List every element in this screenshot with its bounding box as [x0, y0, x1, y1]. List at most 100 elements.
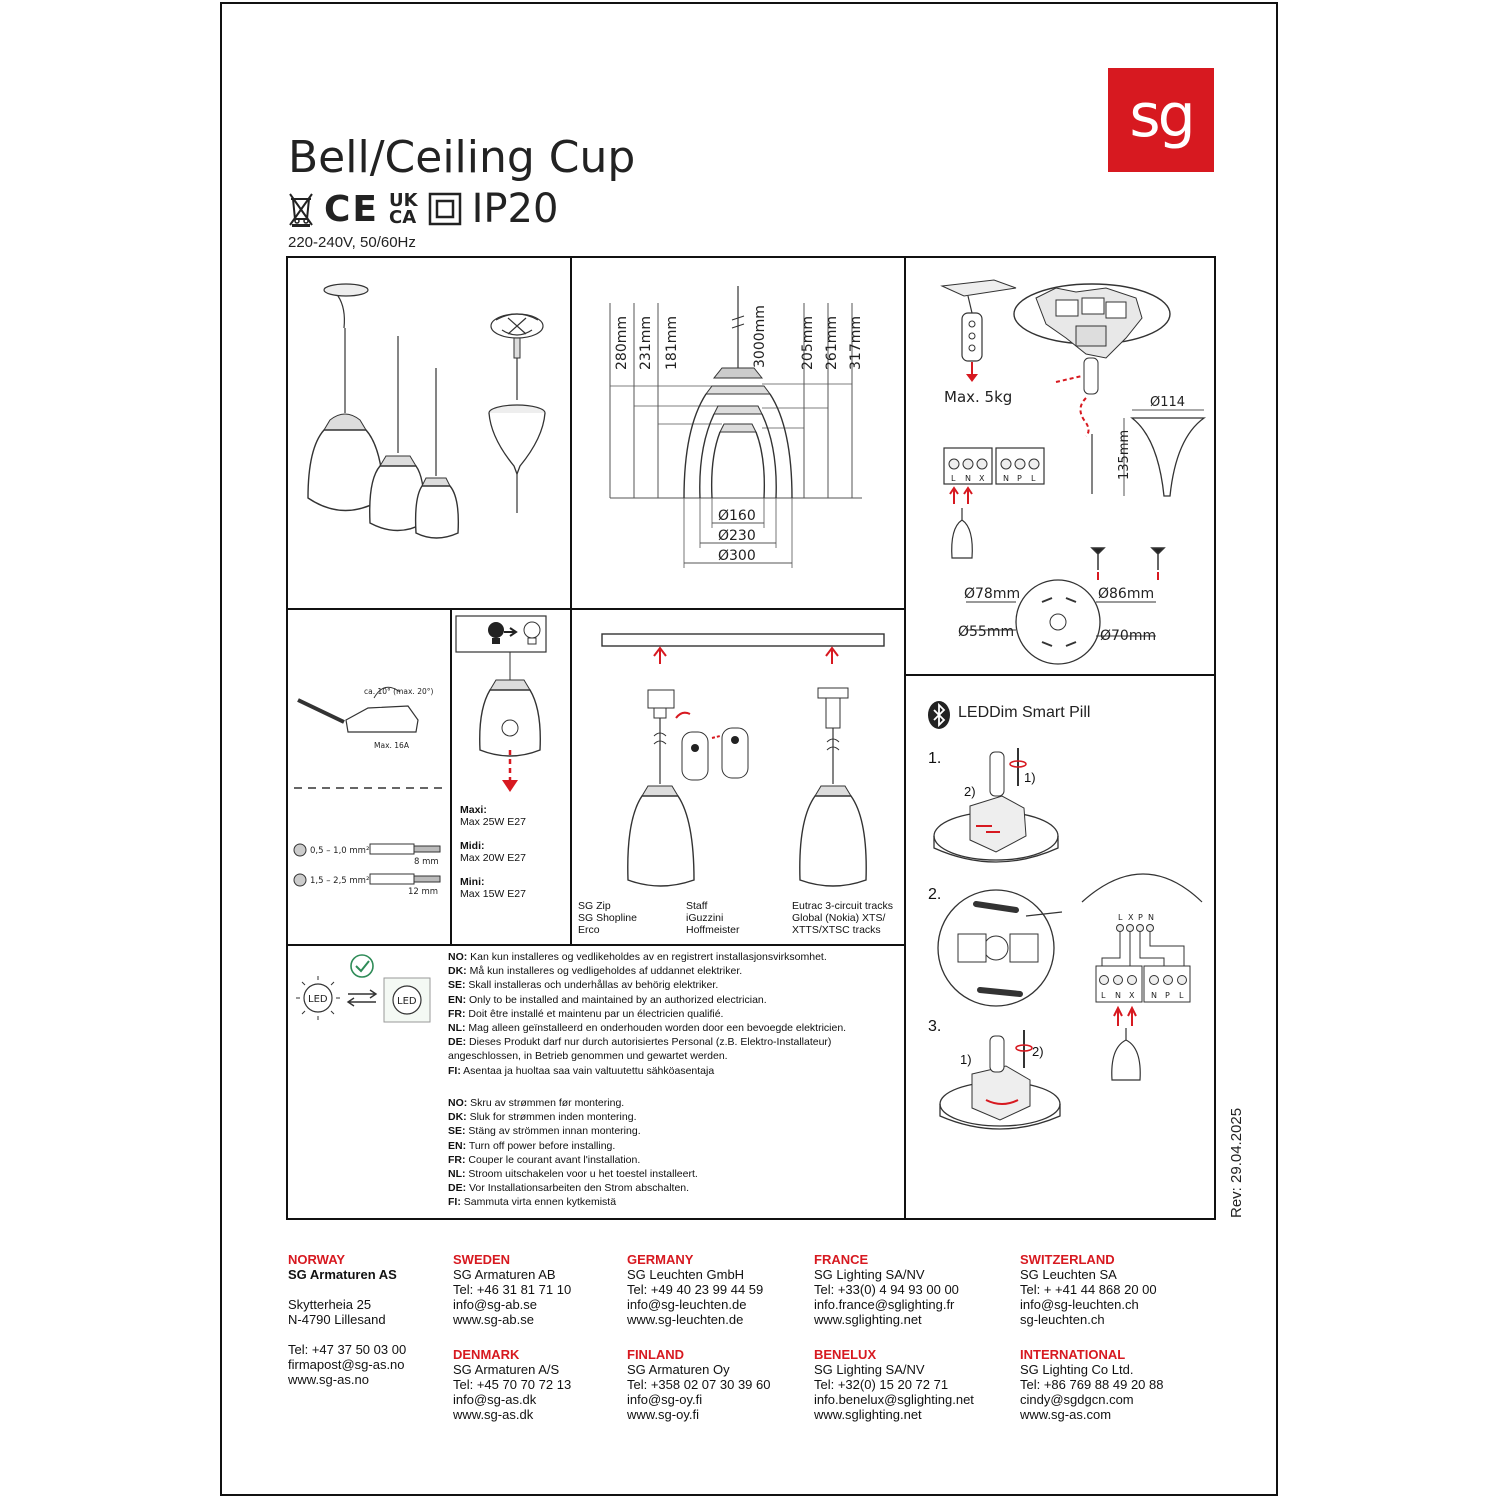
- led-label-left: LED: [308, 994, 328, 1005]
- step-1-sub-2: 2): [964, 784, 976, 799]
- pill-terminal-n: N: [1115, 991, 1121, 1000]
- contact-switzerland: SWITZERLAND SG Leuchten SA Tel: + +41 44…: [1020, 1252, 1163, 1327]
- contact-norway: NORWAY SG Armaturen AS Skytterheia 25 N-…: [288, 1252, 407, 1387]
- norway-web-link[interactable]: www.sg-as.no: [288, 1372, 369, 1387]
- step-2-label: 2.: [928, 886, 942, 903]
- revision-date: Rev: 29.04.2025: [1228, 1107, 1245, 1218]
- finland-email-link[interactable]: info@sg-oy.fi: [627, 1392, 703, 1407]
- ceiling-mount-illustration: Max. 5kg Ø114 135mm L N X N P L: [940, 279, 1207, 665]
- sweden-email-link[interactable]: info@sg-ab.se: [453, 1297, 538, 1312]
- benelux-email-link[interactable]: info.benelux@sglighting.net: [814, 1392, 974, 1407]
- track-adapter-illustration: [601, 633, 885, 887]
- wire2-section: 1,5 – 2,5 mm²: [310, 876, 369, 886]
- bulb-old-icon: [488, 622, 504, 638]
- france-web-link[interactable]: www.sglighting.net: [814, 1312, 922, 1327]
- contact-sweden: SWEDEN SG Armaturen AB Tel: +46 31 81 71…: [453, 1252, 572, 1327]
- weee-icon: [289, 193, 313, 227]
- bluetooth-icon: [928, 701, 950, 729]
- dim-height-280: 280mm: [614, 316, 630, 370]
- installer-notice: NO: Kan kun installeres og vedlikeholdes…: [448, 951, 847, 1077]
- bulb-maxi: Maxi:Max 25W E27: [460, 804, 526, 828]
- pill-terminal-p: P: [1165, 991, 1170, 1000]
- power-off-notice: NO: Skru av strømmen før montering. DK: …: [448, 1097, 698, 1209]
- norway-email-link[interactable]: firmapost@sg-as.no: [288, 1357, 405, 1372]
- dim-height-261: 261mm: [824, 316, 840, 370]
- denmark-email-link[interactable]: info@sg-as.dk: [453, 1392, 537, 1407]
- product-family-illustration: [307, 283, 546, 539]
- contact-finland: FINLAND SG Armaturen Oy Tel: +358 02 07 …: [627, 1347, 771, 1422]
- header-l: L: [1118, 913, 1123, 922]
- step-3-sub-2: 2): [1032, 1044, 1044, 1059]
- terminal-l2: L: [1031, 474, 1036, 483]
- contact-france: FRANCE SG Lighting SA/NV Tel: +33(0) 4 9…: [814, 1252, 974, 1327]
- max-current-label: Max. 16A: [374, 741, 410, 750]
- dim-diameter-300: Ø300: [718, 548, 756, 564]
- panel-led-notices: LED LED NO: Kan kun installeres og vedli…: [286, 944, 906, 1220]
- wire-strip-illustration: ca. 10° (max. 20°) Max. 16A 0,5 – 1,0 mm…: [293, 686, 444, 897]
- check-icon: [350, 954, 374, 978]
- smart-pill-steps-illustration: L X P N L N X N P L: [933, 748, 1203, 1130]
- sg-logo: sg: [1108, 68, 1214, 172]
- panel-dimensions: 280mm 231mm 181mm 3000mm 205mm 261mm 317…: [570, 256, 906, 610]
- led-label-right: LED: [397, 996, 417, 1007]
- france-email-link[interactable]: info.france@sglighting.fr: [814, 1297, 955, 1312]
- contact-column-2: SWEDEN SG Armaturen AB Tel: +46 31 81 71…: [453, 1252, 571, 1434]
- denmark-web-link[interactable]: www.sg-as.dk: [453, 1407, 534, 1422]
- dim-height-181: 181mm: [664, 316, 680, 370]
- ce-icon: CE: [324, 188, 380, 230]
- contact-benelux: BENELUX SG Lighting SA/NV Tel: +32(0) 15…: [814, 1347, 974, 1422]
- hole-55: Ø55mm: [958, 624, 1014, 640]
- ukca-icon: UK CA: [389, 192, 418, 227]
- international-web-link[interactable]: www.sg-as.com: [1020, 1407, 1112, 1422]
- panel-wire-strip: ca. 10° (max. 20°) Max. 16A 0,5 – 1,0 mm…: [286, 608, 452, 946]
- pill-terminal-l2: L: [1179, 991, 1184, 1000]
- step-3-sub-1: 1): [960, 1052, 972, 1067]
- germany-email-link[interactable]: info@sg-leuchten.de: [627, 1297, 747, 1312]
- cup-diameter-label: Ø114: [1150, 395, 1185, 410]
- switzerland-email-link[interactable]: info@sg-leuchten.ch: [1020, 1297, 1139, 1312]
- document-sheet: [220, 2, 1278, 1496]
- international-email-link[interactable]: cindy@sgdgcn.com: [1020, 1392, 1134, 1407]
- step-3-label: 3.: [928, 1018, 942, 1035]
- dim-cable-length: 3000mm: [752, 305, 768, 368]
- class-ii-icon: [428, 192, 461, 226]
- angle-label: ca. 10° (max. 20°): [364, 687, 433, 696]
- bulb-specs: Maxi:Max 25W E27 Midi:Max 20W E27 Mini:M…: [460, 804, 526, 900]
- dim-diameter-160: Ø160: [718, 508, 756, 524]
- terminal-n2: N: [1003, 474, 1009, 483]
- finland-web-link[interactable]: www.sg-oy.fi: [627, 1407, 699, 1422]
- led-swap-illustration: LED LED: [296, 954, 431, 1023]
- dim-height-231: 231mm: [638, 316, 654, 370]
- germany-web-link[interactable]: www.sg-leuchten.de: [627, 1312, 744, 1327]
- bulb-new-icon: [523, 621, 541, 639]
- switzerland-web-link[interactable]: sg-leuchten.ch: [1020, 1312, 1105, 1327]
- pill-terminal-l: L: [1101, 991, 1106, 1000]
- contact-international: INTERNATIONAL SG Lighting Co Ltd. Tel: +…: [1020, 1347, 1164, 1422]
- sweden-web-link[interactable]: www.sg-ab.se: [453, 1312, 534, 1327]
- step-1-label: 1.: [928, 750, 942, 767]
- contact-column-3: GERMANY SG Leuchten GmbH Tel: +49 40 23 …: [627, 1252, 770, 1434]
- ip-rating: IP20: [471, 186, 559, 232]
- step-1-sub-1: 1): [1024, 770, 1036, 785]
- terminal-n: N: [965, 474, 971, 483]
- dimension-drawing: 280mm 231mm 181mm 3000mm 205mm 261mm 317…: [609, 286, 864, 568]
- dim-height-205: 205mm: [800, 316, 816, 370]
- terminal-x: X: [979, 474, 985, 483]
- wire2-strip: 12 mm: [408, 887, 438, 897]
- dim-diameter-230: Ø230: [718, 528, 756, 544]
- terminal-p: P: [1017, 474, 1022, 483]
- contact-column-5: SWITZERLAND SG Leuchten SA Tel: + +41 44…: [1020, 1252, 1163, 1434]
- wire1-strip: 8 mm: [414, 857, 439, 867]
- benelux-web-link[interactable]: www.sglighting.net: [814, 1407, 922, 1422]
- cup-height-label: 135mm: [1117, 430, 1132, 480]
- wire1-section: 0,5 – 1,0 mm²: [310, 846, 369, 856]
- dim-height-317: 317mm: [848, 316, 864, 370]
- panel-smart-pill: LEDDim Smart Pill 1. 2. 3. 2) 1) 1) 2) L…: [904, 674, 1216, 1220]
- smart-pill-title: LEDDim Smart Pill: [958, 704, 1091, 721]
- header-p: P: [1138, 913, 1143, 922]
- bulb-replacement-illustration: [455, 615, 547, 792]
- panel-bulb: Maxi:Max 25W E27 Midi:Max 20W E27 Mini:M…: [450, 608, 572, 946]
